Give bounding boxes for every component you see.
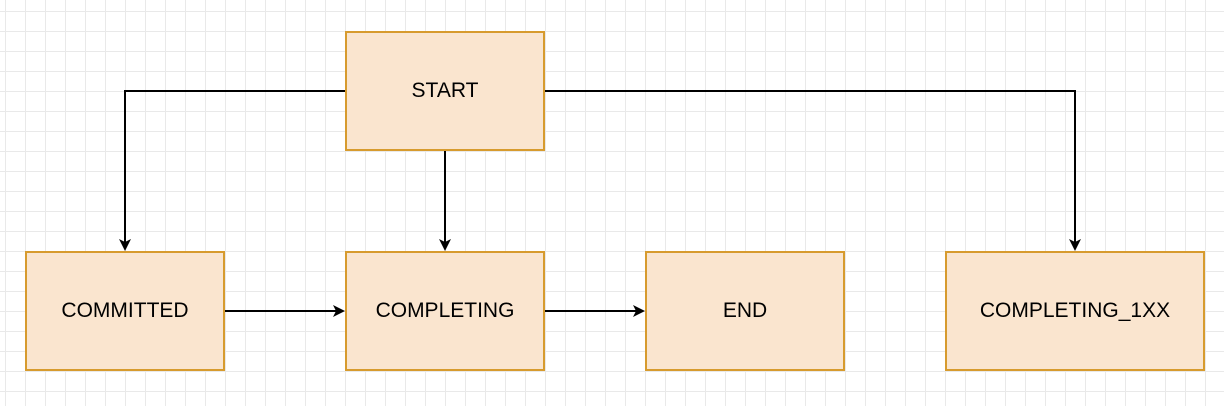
edge-start-to-completing-1xx bbox=[545, 90, 1081, 251]
node-completing-label: COMPLETING bbox=[375, 299, 515, 322]
node-end-label: END bbox=[722, 299, 768, 322]
node-end[interactable]: END bbox=[645, 251, 845, 371]
node-committed[interactable]: COMMITTED bbox=[25, 251, 225, 371]
node-committed-label: COMMITTED bbox=[61, 299, 189, 322]
node-completing-1xx[interactable]: COMPLETING_1XX bbox=[945, 251, 1205, 371]
node-start-label: START bbox=[411, 79, 479, 102]
node-completing-1xx-label: COMPLETING_1XX bbox=[979, 299, 1171, 322]
node-start[interactable]: START bbox=[345, 31, 545, 151]
edge-start-to-committed bbox=[119, 90, 345, 251]
node-completing[interactable]: COMPLETING bbox=[345, 251, 545, 371]
